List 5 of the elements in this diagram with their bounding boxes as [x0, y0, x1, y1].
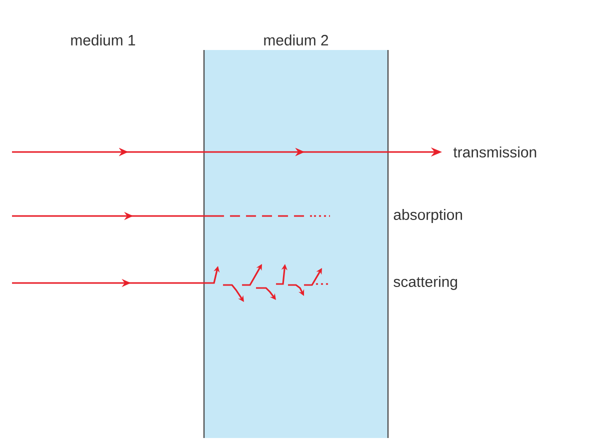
label-text: medium 1: [71, 34, 136, 46]
label-text: transmission: [453, 146, 536, 158]
label-text: absorption: [394, 209, 462, 223]
label-text: scattering: [394, 276, 458, 290]
label-text: medium 2: [264, 34, 328, 46]
